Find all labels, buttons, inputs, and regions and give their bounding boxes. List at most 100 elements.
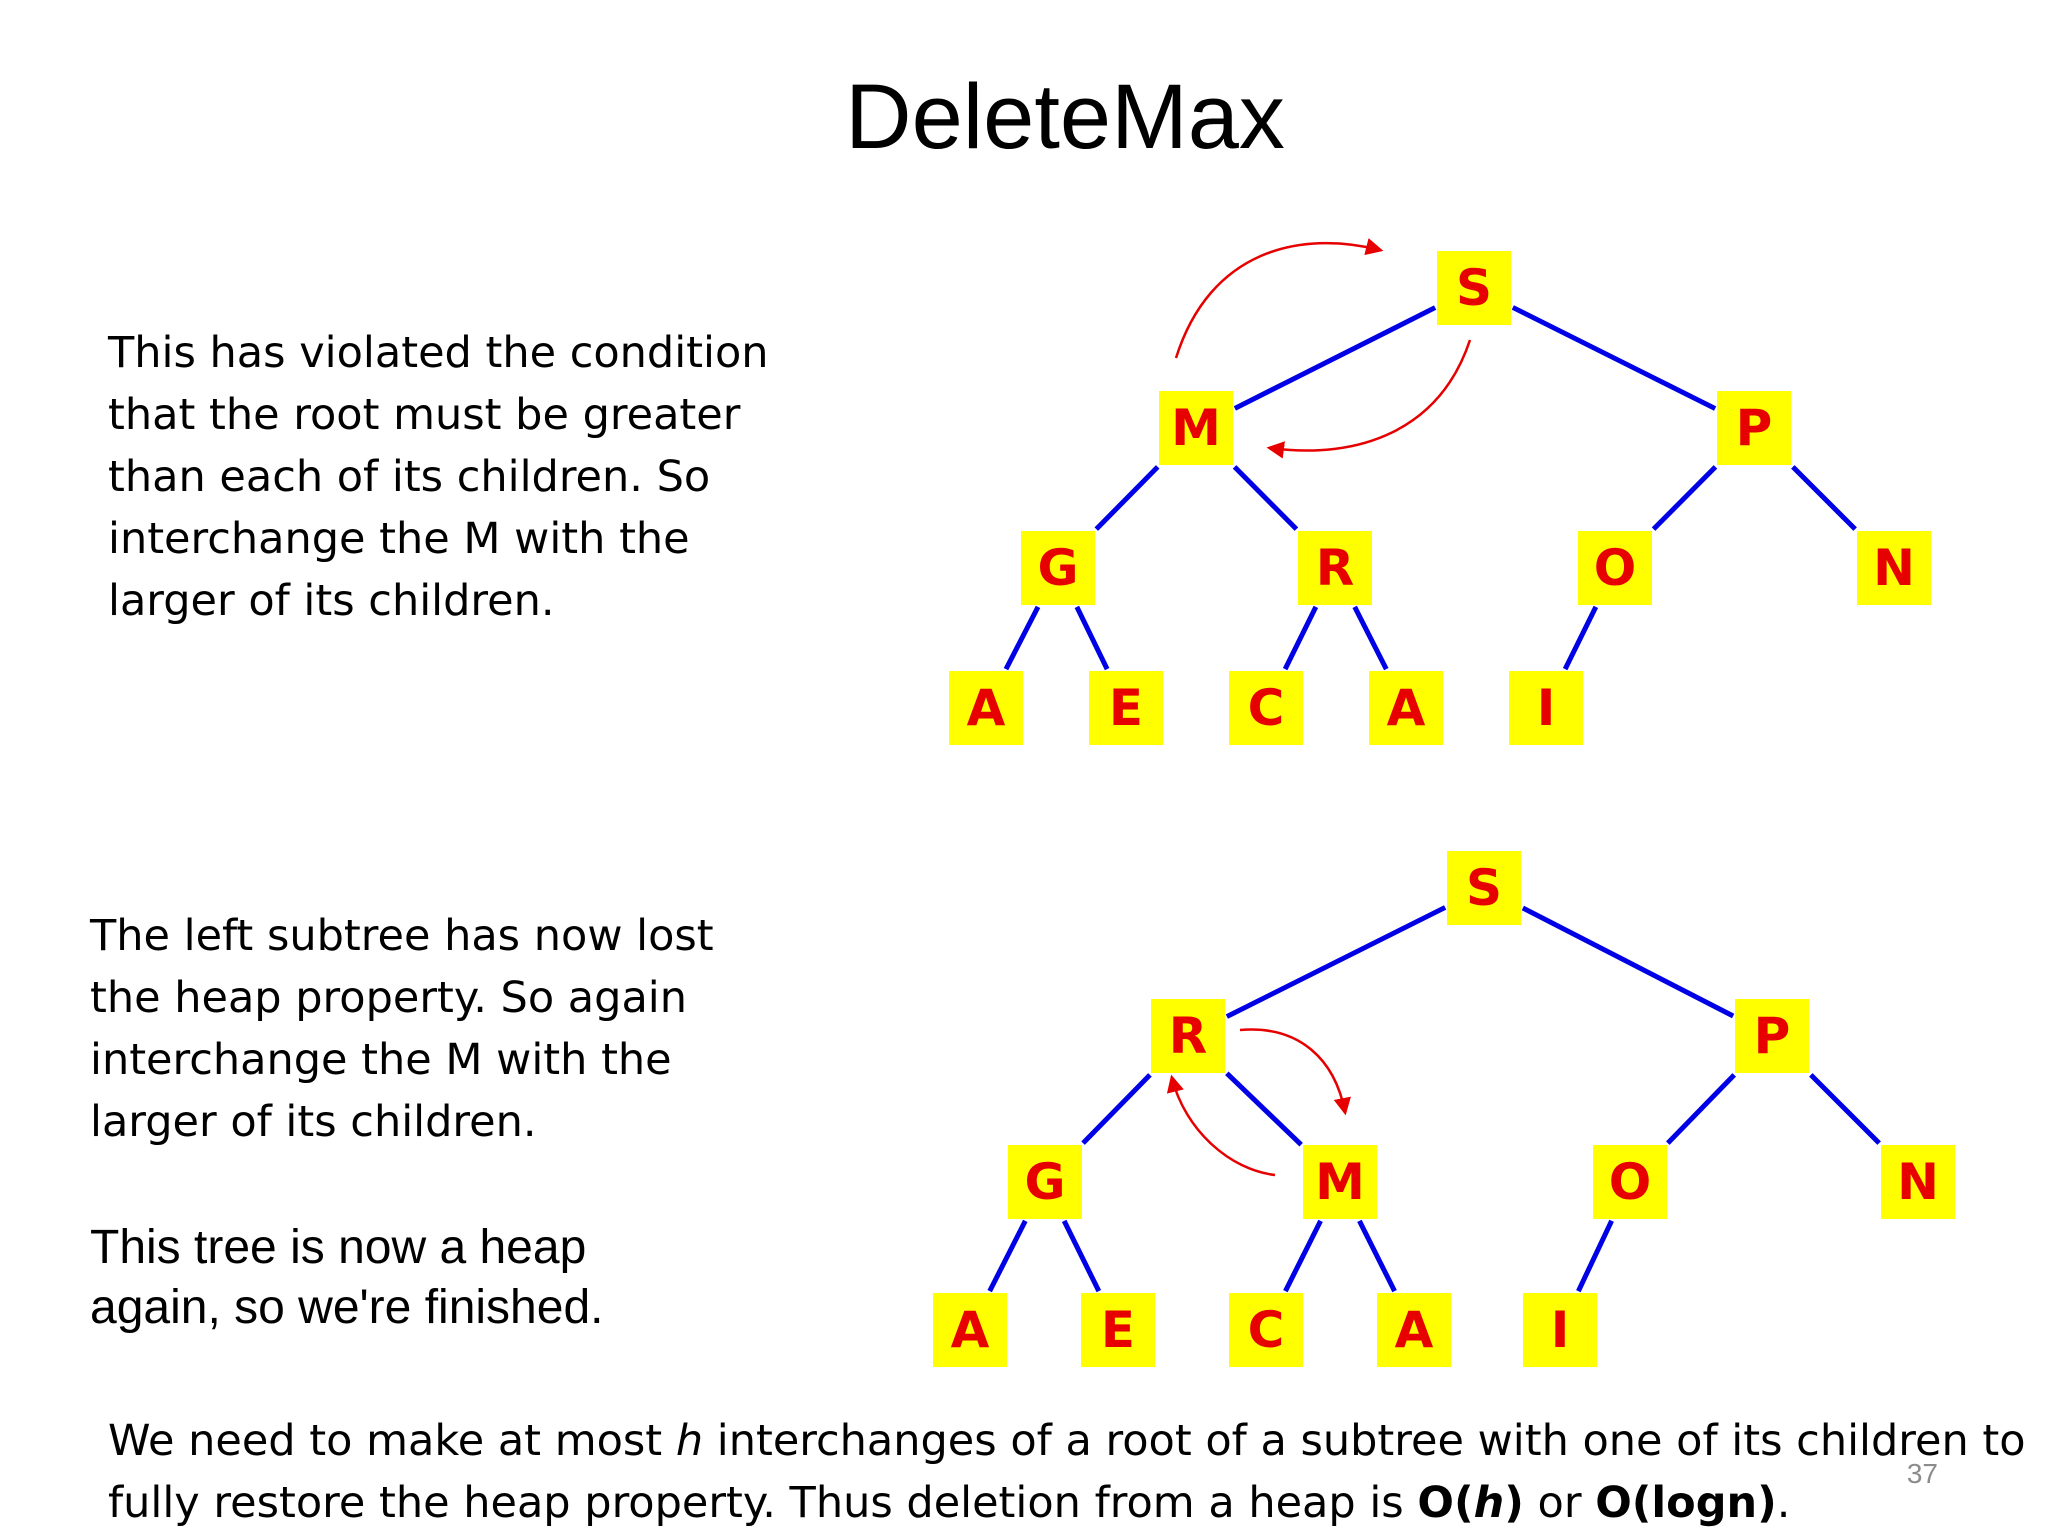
heap-node: R [1298, 531, 1372, 605]
heap-node-label: O [1594, 539, 1637, 597]
text-line: This has violated the condition [108, 328, 769, 378]
heap-node: A [933, 1293, 1007, 1367]
heap-node-label: O [1609, 1153, 1652, 1211]
text-line: again, so we're finished. [90, 1281, 604, 1334]
heap-node-box [1159, 391, 1233, 465]
heap-node-label: A [967, 679, 1006, 737]
heap-node: M [1303, 1145, 1377, 1219]
text-line: the heap property. So again [90, 973, 688, 1023]
heap-node: O [1578, 531, 1652, 605]
text-line: interchange the M with the [90, 1035, 672, 1085]
heap-node-box [1369, 671, 1443, 745]
heap-node: P [1717, 391, 1791, 465]
heap-node-box [1303, 1145, 1377, 1219]
tree-edge [1081, 1073, 1152, 1145]
heap-node-box [1593, 1145, 1667, 1219]
text-line: larger of its children. [108, 576, 555, 626]
heap-node-box [1857, 531, 1931, 605]
tree-edge [1003, 605, 1041, 671]
text-line: This tree is now a heap [90, 1221, 587, 1274]
tree-edge [1521, 905, 1735, 1019]
heap-node-label: A [951, 1301, 990, 1359]
heap-node: C [1229, 1293, 1303, 1367]
heap-node-box [1881, 1145, 1955, 1219]
heap-node: M [1159, 391, 1233, 465]
tree-edge [1357, 1219, 1397, 1293]
heap-node-label: A [1387, 679, 1426, 737]
tree-edge [1094, 465, 1160, 531]
heap-node-label: S [1456, 259, 1492, 317]
heap-node-box [1151, 999, 1225, 1073]
heap-node: S [1437, 251, 1511, 325]
slide-title: DeleteMax [845, 66, 1285, 168]
heap-node: I [1509, 671, 1583, 745]
tree-edge [1283, 1219, 1323, 1293]
heap-node-label: I [1537, 679, 1556, 737]
heap-node-label: M [1171, 399, 1221, 457]
heap-node-box [1229, 1293, 1303, 1367]
heap-node: R [1151, 999, 1225, 1073]
heap-node-box [933, 1293, 1007, 1367]
tree-edge [1651, 465, 1718, 531]
heap-node-label: A [1395, 1301, 1434, 1359]
heap-node: A [1369, 671, 1443, 745]
tree-edge [1576, 1219, 1614, 1293]
heap-node: S [1447, 851, 1521, 925]
tree-edge [1074, 605, 1110, 671]
heap-node-box [1377, 1293, 1451, 1367]
heap-node: G [1021, 531, 1095, 605]
tree-edge [1232, 465, 1299, 531]
heap-node-box [1229, 671, 1303, 745]
swap-arrow-up [1174, 238, 1384, 359]
heap-node-label: N [1873, 539, 1915, 597]
text-line: than each of its children. So [108, 452, 711, 502]
heap-node-box [1578, 531, 1652, 605]
heap-tree-after: S R P G M O N A E C A I [933, 851, 1955, 1367]
heap-diagrams: S M P G R O N A E C A I S R P G M O N A E C A I [933, 238, 1955, 1367]
tree-edge [1282, 605, 1319, 671]
heap-node-label: G [1024, 1153, 1065, 1211]
heap-node: I [1523, 1293, 1597, 1367]
swap-arrow-down [1266, 339, 1472, 459]
heap-node-label: E [1101, 1301, 1135, 1359]
heap-node-label: P [1736, 399, 1773, 457]
heap-node: E [1081, 1293, 1155, 1367]
note-line-1: We need to make at most h interchanges o… [108, 1416, 2026, 1466]
note-line-2: fully restore the heap property. Thus de… [108, 1478, 1791, 1528]
text-line: interchange the M with the [108, 514, 690, 564]
heap-node-label: R [1169, 1007, 1208, 1065]
heap-node-label: C [1248, 679, 1285, 737]
heap-node-label: N [1897, 1153, 1939, 1211]
text-line: The left subtree has now lost [90, 911, 714, 961]
page-number: 37 [1906, 1458, 1938, 1489]
tree-edge [1225, 1071, 1303, 1147]
heap-node: O [1593, 1145, 1667, 1219]
tree-edge [1809, 1073, 1881, 1145]
heap-node: P [1735, 999, 1809, 1073]
heap-node-box [949, 671, 1023, 745]
heap-node-box [1021, 531, 1095, 605]
heap-node-box [1735, 999, 1809, 1073]
explanation-violation: This has violated the condition that the… [108, 322, 769, 632]
heap-node-box [1298, 531, 1372, 605]
text-line: larger of its children. [90, 1097, 537, 1147]
heap-node-box [1447, 851, 1521, 925]
text-line: that the root must be greater [108, 390, 741, 440]
heap-node-box [1509, 671, 1583, 745]
heap-node: C [1229, 671, 1303, 745]
tree-edge [1562, 605, 1599, 671]
heap-node-label: C [1248, 1301, 1285, 1359]
heap-node-box [1717, 391, 1791, 465]
heap-node-box [1008, 1145, 1082, 1219]
tree-edge [1233, 305, 1437, 411]
heap-node: N [1857, 531, 1931, 605]
swap-arrow-left [1166, 1074, 1276, 1177]
heap-node-label: R [1316, 539, 1355, 597]
heap-node: A [1377, 1293, 1451, 1367]
heap-node: N [1881, 1145, 1955, 1219]
tree-edge [1061, 1219, 1102, 1293]
heap-node-label: P [1754, 1007, 1791, 1065]
heap-node: A [949, 671, 1023, 745]
tree-edge [1225, 905, 1447, 1019]
